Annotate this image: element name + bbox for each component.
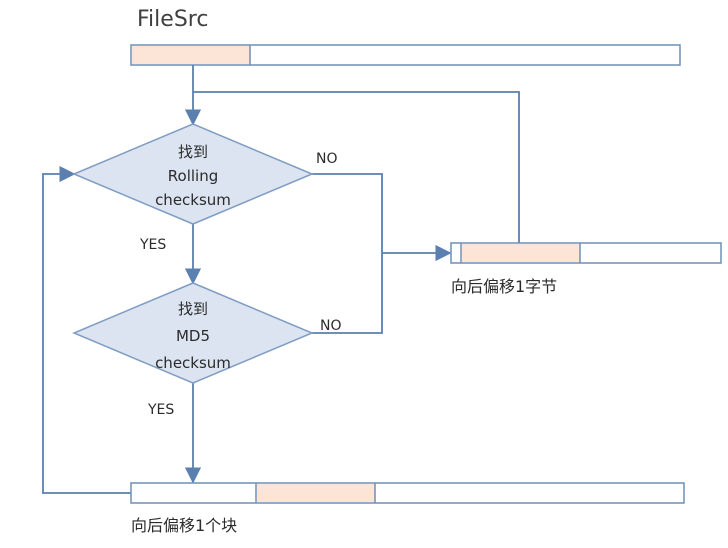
rolling-text-line1: 找到 [178,143,208,161]
label-yes-md5: YES [147,402,174,418]
label-no-md5: NO [320,318,342,334]
line-no-rolling [312,173,383,253]
shift-byte-bar [450,242,722,264]
md5-checksum-decision: 找到 MD5 checksum [72,282,314,384]
label-no-rolling: NO [316,151,338,167]
connectors [42,65,520,494]
rolling-checksum-decision: 找到 Rolling checksum [72,123,314,225]
rolling-text-line3: checksum [155,191,231,209]
line-no-md5 [312,253,383,334]
label-yes-rolling: YES [139,237,166,253]
filesrc-bar-highlight [132,46,250,64]
rolling-text-line2: Rolling [168,167,218,185]
filesrc-bar [130,44,681,66]
md5-text-line1: 找到 [178,300,208,318]
caption-shift-byte: 向后偏移1字节 [451,277,557,296]
md5-text-line2: MD5 [176,327,210,345]
shift-block-bar-highlight [257,484,375,502]
line-byte-loop-back [193,91,520,243]
md5-text-line3: checksum [155,354,231,372]
caption-shift-block: 向后偏移1个块 [131,516,237,535]
shift-block-bar [130,482,685,504]
shift-byte-bar-highlight [462,244,580,262]
title-filesrc: FileSrc [137,7,208,32]
arrow-block-loop-back [42,165,131,494]
